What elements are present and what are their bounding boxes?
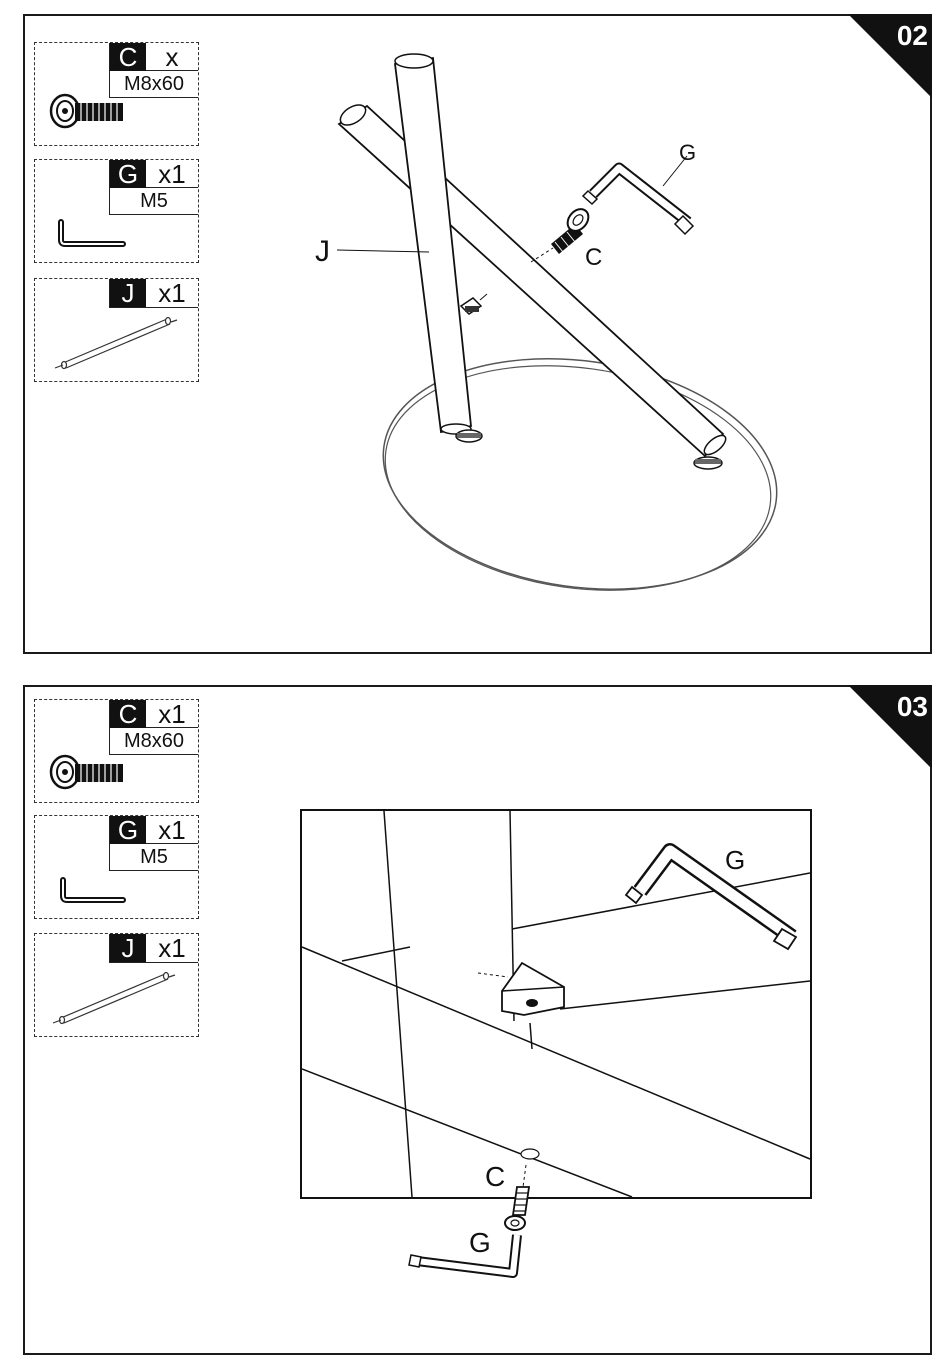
step-02-illustration bbox=[25, 16, 930, 652]
step-02-panel: 02 C x M8x60 G x1 bbox=[23, 14, 932, 654]
label-j: J bbox=[315, 235, 330, 269]
bolt-c-drawing bbox=[531, 205, 593, 262]
label-c: C bbox=[585, 244, 602, 272]
label-c: C bbox=[485, 1161, 505, 1193]
hex-key-g-drawing bbox=[409, 1235, 517, 1273]
step-03-panel: 03 C x1 M8x60 G x1 bbox=[23, 685, 932, 1355]
bolt-c-drawing bbox=[505, 1165, 529, 1230]
hex-key-g-drawing bbox=[583, 168, 693, 234]
label-g-inset: G bbox=[725, 845, 745, 876]
label-g: G bbox=[469, 1227, 491, 1259]
label-g: G bbox=[679, 140, 696, 166]
